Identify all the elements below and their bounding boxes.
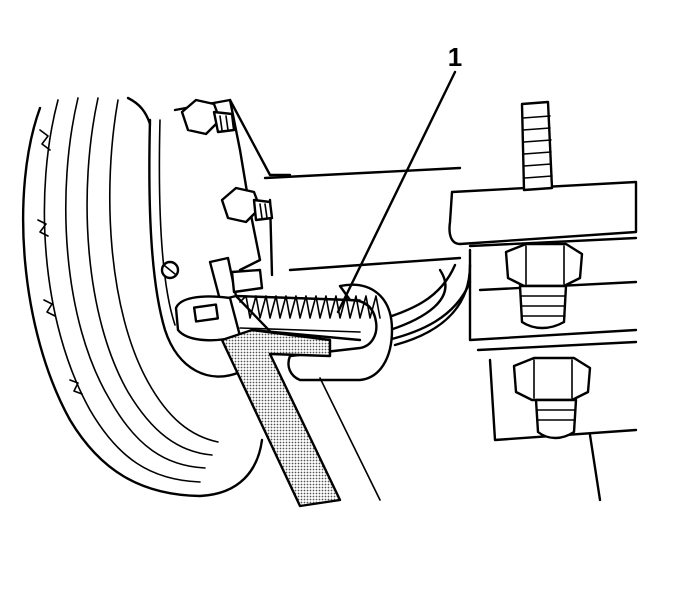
lower-stud — [512, 356, 592, 440]
strut-mount — [448, 180, 638, 502]
small-bolt — [160, 260, 180, 280]
callout-1: 1 — [336, 42, 462, 314]
upper-nut — [180, 98, 236, 136]
callout-1-label: 1 — [448, 42, 462, 72]
tire — [21, 96, 264, 498]
tool-handle — [220, 328, 362, 508]
upper-stud — [504, 100, 584, 330]
middle-nut — [220, 186, 274, 224]
spring-coil — [237, 295, 381, 333]
